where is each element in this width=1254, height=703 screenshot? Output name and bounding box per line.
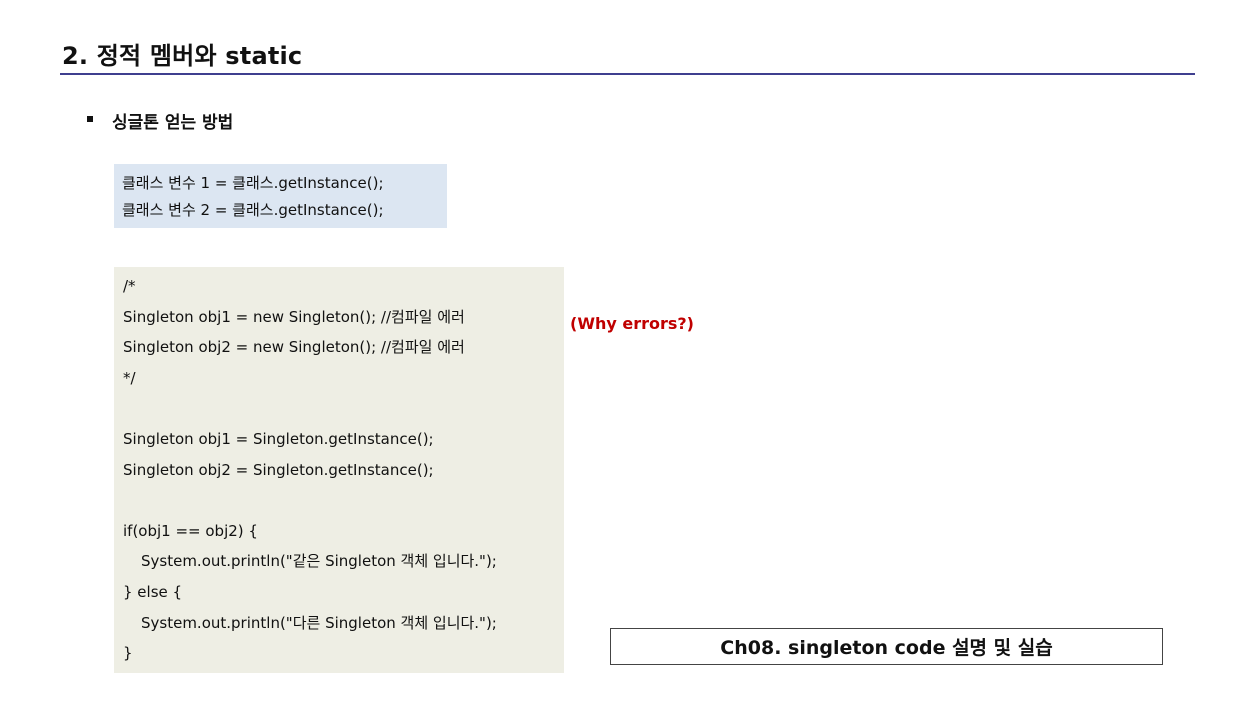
usage-line: 클래스 변수 1 = 클래스.getInstance(); — [122, 174, 384, 192]
code-line: } — [123, 644, 133, 663]
code-line: Singleton obj2 = new Singleton(); //컴파일 … — [123, 338, 465, 357]
title-divider — [60, 73, 1195, 75]
section-heading: 싱글톤 얻는 방법 — [112, 113, 234, 133]
lecture-caption-box: Ch08. singleton code 설명 및 실습 — [610, 628, 1163, 665]
code-line: System.out.println("다른 Singleton 객체 입니다.… — [141, 613, 497, 632]
code-line: Singleton obj2 = Singleton.getInstance()… — [123, 460, 434, 479]
code-line: Singleton obj1 = Singleton.getInstance()… — [123, 429, 434, 448]
code-line: /* — [123, 277, 136, 295]
singleton-code-box: /* Singleton obj1 = new Singleton(); //컴… — [114, 267, 564, 673]
code-line — [123, 393, 564, 424]
code-line: } else { — [123, 582, 183, 601]
page-title: 2. 정적 멤버와 static — [62, 42, 303, 70]
code-line: System.out.println("같은 Singleton 객체 입니다.… — [141, 552, 497, 571]
code-line — [123, 485, 564, 516]
usage-line: 클래스 변수 2 = 클래스.getInstance(); — [122, 201, 384, 219]
code-line: Singleton obj1 = new Singleton(); //컴파일 … — [123, 307, 465, 326]
usage-code-box: 클래스 변수 1 = 클래스.getInstance(); 클래스 변수 2 =… — [114, 164, 447, 228]
code-line: */ — [123, 368, 136, 387]
why-errors-annotation: (Why errors?) — [570, 314, 694, 333]
bullet-square-icon — [87, 116, 93, 122]
code-line: if(obj1 == obj2) { — [123, 521, 258, 540]
